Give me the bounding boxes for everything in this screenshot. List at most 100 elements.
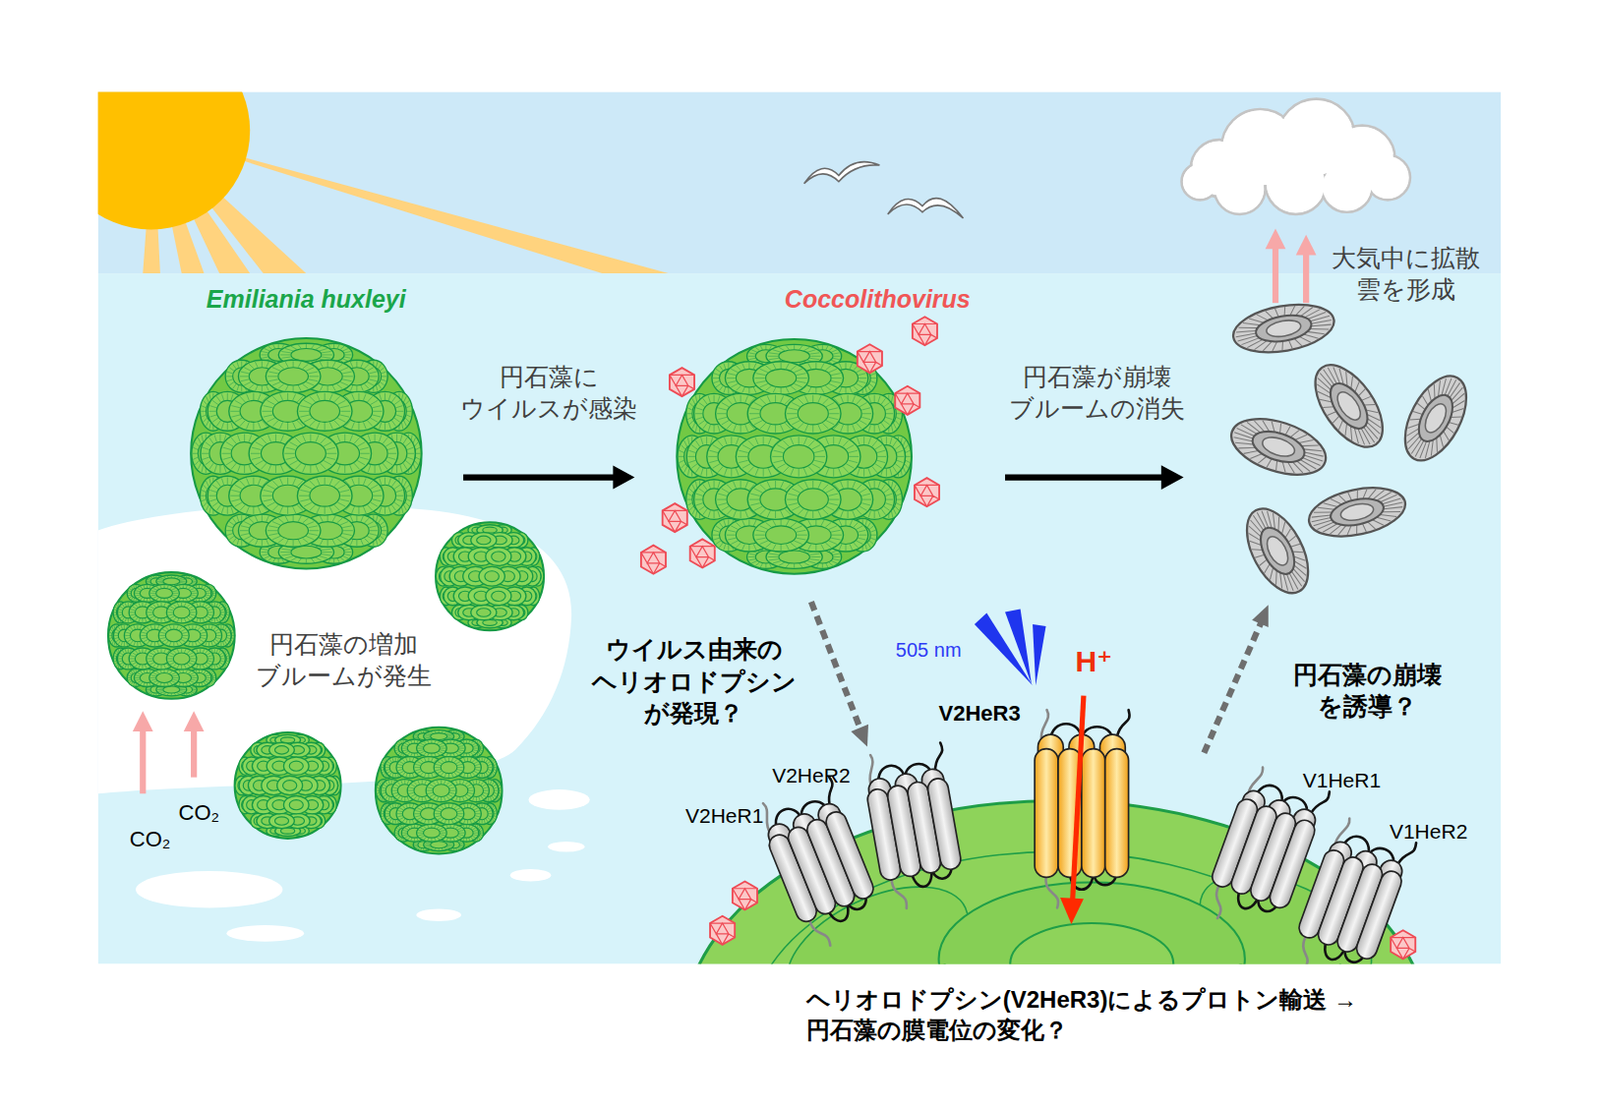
coccolithophore-cell <box>149 584 180 602</box>
coccolithophore-cell <box>265 515 321 548</box>
bloom-patch <box>547 841 585 852</box>
coccolithophore-cell <box>269 813 296 829</box>
coccolithophore-cell <box>426 779 456 802</box>
bloom-patch <box>415 909 462 922</box>
coccolithophore-cell <box>423 743 441 754</box>
virus-particle <box>894 393 920 415</box>
coccolithophore-cell <box>752 361 809 396</box>
virus-particle <box>911 317 937 347</box>
dashed-arrows <box>811 601 861 729</box>
protein-name: V1HeR1 <box>1303 767 1381 794</box>
coccolith-plate <box>1392 365 1480 471</box>
coccolithophore-cell <box>491 591 506 601</box>
coccolithophore-cell <box>471 533 497 549</box>
virus-particle <box>914 478 940 508</box>
cloud <box>1322 162 1371 211</box>
scene <box>52 31 1501 1107</box>
coccolithophore-cell <box>416 824 448 842</box>
hypothesis-note: 円石藻の崩壊 を誘導？ <box>1286 658 1449 723</box>
coccolithophore-cell <box>476 608 491 618</box>
coccolithophore-cell <box>298 393 351 430</box>
coccolithophore-cell <box>471 604 497 621</box>
coccolithophore-cell <box>754 362 807 395</box>
coccolithophore-cell <box>752 519 809 553</box>
bloom-patch <box>98 504 573 794</box>
sky <box>98 91 1502 274</box>
coccolithophore-cell <box>283 796 309 815</box>
upward-arrows <box>132 228 1317 794</box>
coccolith-plate <box>1229 297 1338 360</box>
coccolithophore-cell <box>765 526 796 545</box>
coccolithophore-cell <box>676 340 912 576</box>
virus-particle <box>640 552 665 575</box>
coccolithophore-cell <box>491 551 506 562</box>
coccolithophore-cell <box>784 394 841 435</box>
coccolithophore-cell <box>166 648 196 670</box>
cloud <box>1366 156 1410 199</box>
arrow-line <box>463 474 617 480</box>
coccolith-plate <box>1304 479 1411 544</box>
proton-arrow <box>1072 696 1084 904</box>
coccolithophore-cell <box>269 742 296 758</box>
cell-membrane <box>939 883 1245 965</box>
rhodopsin-protein <box>1034 749 1059 879</box>
cell-shape <box>668 283 991 580</box>
coccolith-plate <box>1322 377 1375 436</box>
coccolithophore-cell <box>797 403 829 425</box>
coccolith-plate <box>1224 408 1333 485</box>
coccolithophore-cell <box>425 779 457 803</box>
co2-label: CO₂ <box>129 826 172 855</box>
virus-particle <box>911 324 937 347</box>
upward-arrows <box>183 711 205 732</box>
coccolith-plate <box>1304 479 1411 544</box>
sea <box>98 273 1502 964</box>
coccolithophore-cell <box>476 535 491 545</box>
coccolith-plate <box>1421 400 1451 436</box>
coccolithophore-cell <box>291 546 322 560</box>
arrow-head <box>612 466 635 490</box>
protein-name: V2HeR3 <box>939 700 1021 729</box>
virus-particle <box>894 386 920 415</box>
virus-particle <box>669 368 695 398</box>
coccolithophore-cell <box>190 338 421 569</box>
coccolithophore-cell <box>485 547 512 567</box>
coccolithophore-cell <box>274 746 289 755</box>
co2-label: CO₂ <box>178 799 221 829</box>
bloom-patch <box>226 925 304 943</box>
edge-label: 円石藻に ウイルスが感染 <box>455 360 643 425</box>
light-rays <box>1005 608 1032 685</box>
coccolithophore-cell <box>484 571 500 583</box>
virus-particle <box>710 916 735 946</box>
proton-label: H⁺ <box>1075 642 1114 681</box>
coccolith-plate <box>1394 368 1477 468</box>
coccolithophore-cell <box>283 433 339 475</box>
scene-panel <box>98 91 1502 964</box>
virus-particle <box>661 504 687 534</box>
cell-node: Emiliania huxleyi <box>186 283 429 575</box>
process-arrow <box>1005 465 1185 490</box>
dashed-arrows <box>1251 604 1269 628</box>
coccolithophore-cell <box>289 800 303 811</box>
virus-particle <box>1390 930 1416 959</box>
bloom-patch <box>528 789 590 811</box>
coccolithophore-cell <box>296 392 353 432</box>
virus-particle <box>641 545 666 575</box>
coccolithophore-cell <box>156 588 174 598</box>
coccolithophore-cell <box>786 395 839 433</box>
upward-arrows <box>1296 235 1317 256</box>
coccolithophore-cell <box>265 360 321 394</box>
coccolithophore-cell <box>167 602 196 624</box>
coccolithophore-cell <box>485 587 512 606</box>
coccolithophore-cell <box>478 566 505 587</box>
coccolith-plate <box>1248 425 1309 469</box>
proton-arrow <box>1060 897 1084 925</box>
coccolithophore-cell <box>283 780 297 792</box>
coccolithophore-cell <box>165 629 182 643</box>
upward-arrows <box>132 711 154 732</box>
process-arrow <box>1161 465 1185 490</box>
stage-annotation: 円石藻の増加 ブルームが発生 <box>250 628 438 693</box>
cloud <box>1266 154 1325 213</box>
coccolithophore-cell <box>435 522 544 631</box>
rhodopsin-protein <box>1208 882 1231 919</box>
rhodopsin-protein <box>926 776 963 872</box>
